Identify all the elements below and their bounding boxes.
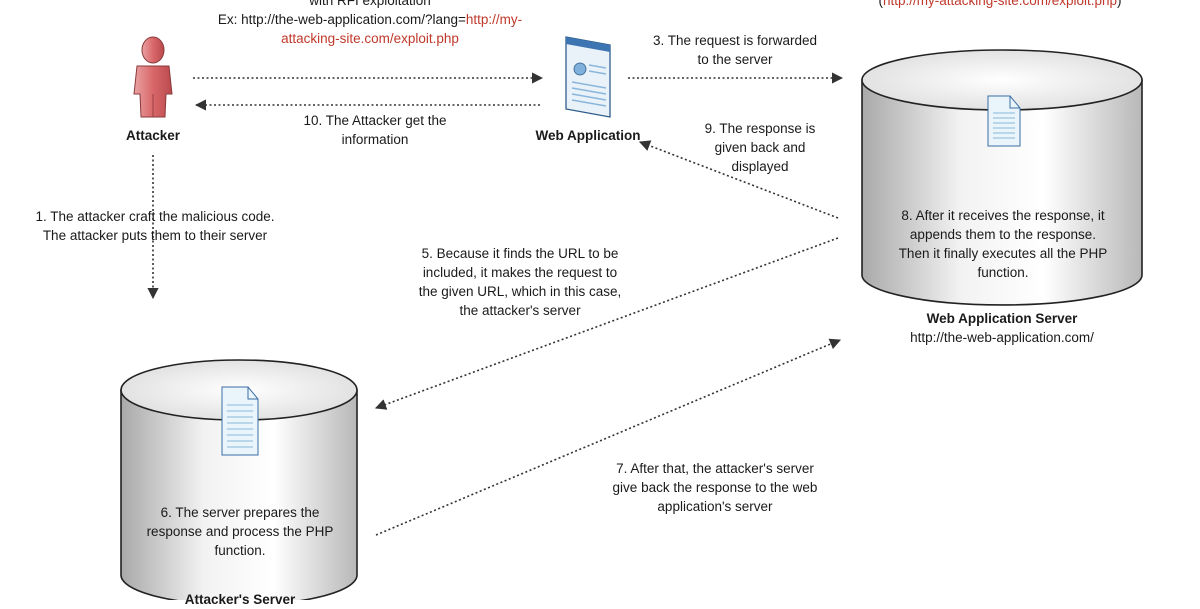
step-8-label: 8. After it receives the response, it ap… [898, 208, 1108, 280]
arrow-attacker-server-to-server [375, 338, 842, 536]
top-note: with RFI exploitation Ex: http://the-web… [180, 0, 560, 48]
attacker-exploit-url: http://my-attacking-site.com/exploit.php [882, 0, 1118, 8]
attacker-label: Attacker [125, 128, 181, 143]
web-app-server-label: Web Application Server [926, 311, 1078, 326]
arrow-server-to-attacker-server [374, 237, 839, 410]
step-1-label: 1. The attacker craft the malicious code… [35, 209, 275, 243]
web-app-server-cylinder-icon [861, 49, 1143, 306]
attacker-person-icon [133, 36, 173, 118]
step-6-label: 6. The server prepares the response and … [146, 505, 334, 558]
step-3-label: 3. The request is forwarded to the serve… [652, 33, 818, 67]
document-icon [221, 386, 259, 456]
step-5-label: 5. Because it finds the URL to be includ… [418, 246, 622, 318]
example-url-prefix: Ex: http://the-web-application.com/?lang… [217, 12, 466, 27]
web-app-server-url: http://the-web-application.com/ [910, 330, 1094, 345]
web-application-label: Web Application [535, 128, 641, 143]
example-url-link: http://my- [465, 12, 523, 27]
step-9-label: 9. The response is given back and displa… [704, 121, 816, 174]
top-note-line1: with RFI exploitation [309, 0, 431, 8]
step-10-label: 10. The Attacker get the information [303, 113, 447, 147]
top-right-note: (http://my-attacking-site.com/exploit.ph… [840, 0, 1160, 10]
document-icon [987, 95, 1021, 147]
example-url-link-cont: attacking-site.com/exploit.php [281, 31, 459, 46]
arrow-server-to-webapp [638, 140, 839, 219]
step-7-label: 7. After that, the attacker's server giv… [612, 461, 818, 514]
browser-window-icon [565, 36, 611, 118]
